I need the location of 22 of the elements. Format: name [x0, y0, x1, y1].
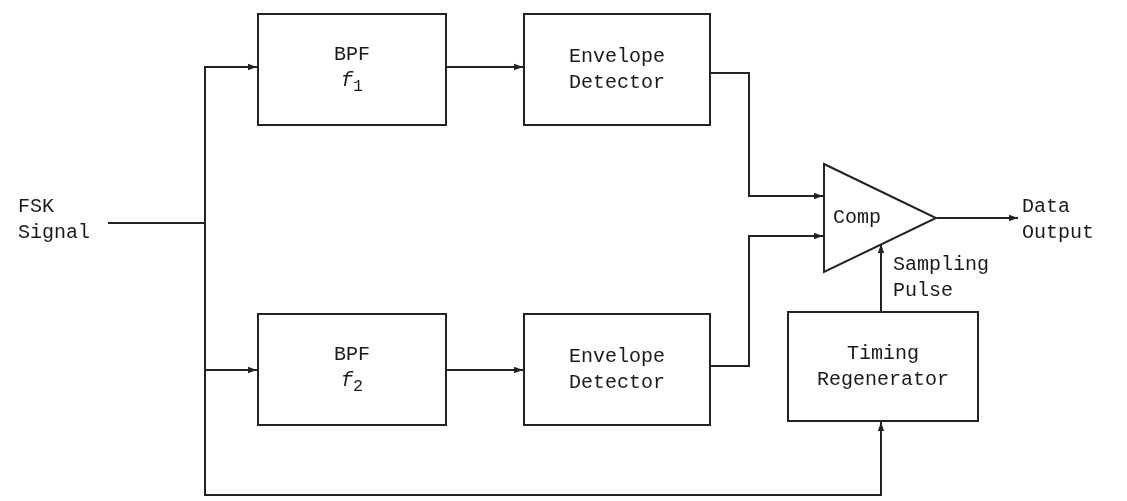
arrow — [107, 222, 885, 496]
block-box — [257, 313, 447, 426]
block-label: BPF — [334, 41, 370, 68]
arrow — [446, 63, 524, 71]
block-label: Comp — [833, 205, 881, 231]
arrow — [710, 72, 824, 200]
block-box — [523, 313, 711, 426]
block-box — [787, 311, 979, 422]
arrow — [936, 214, 1019, 222]
block-label: f$_{2}$ — [341, 367, 363, 398]
block-label: Envelope Detector — [568, 43, 666, 96]
signal-label: Data Output — [1022, 194, 1095, 246]
block-label: f$_{1}$ — [341, 67, 363, 98]
arrow — [446, 366, 524, 374]
arrow — [710, 232, 824, 367]
block-box — [257, 13, 447, 126]
arrow — [877, 243, 885, 312]
block-label: Envelope Detector — [568, 343, 666, 396]
block-box — [523, 13, 711, 126]
block-label: BPF — [334, 341, 370, 368]
signal-label: FSK Signal — [18, 194, 91, 246]
block-label: Timing Regenerator — [816, 340, 950, 393]
